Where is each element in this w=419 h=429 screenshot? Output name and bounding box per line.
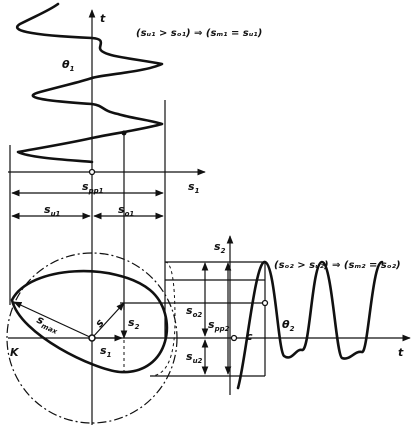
origin-point [88, 334, 96, 342]
label-t-top: t [100, 12, 106, 25]
equation-1: (sᵤ₁ > sₒ₁) ⇒ (sₘ₁ = sᵤ₁) [136, 28, 262, 39]
orbit-ellipse [10, 269, 169, 374]
label-s1-vector: s1 [100, 344, 112, 359]
signal-curve-1 [15, 2, 164, 164]
label-s1-axis: s1 [188, 180, 200, 195]
label-so2: so2 [186, 304, 202, 319]
label-t-right: t [398, 346, 404, 359]
label-su2: su2 [186, 350, 203, 365]
label-s2-axis: s2 [214, 240, 226, 255]
equation-2: (sₒ₂ > sᵤ₂) ⇒ (sₘ₂ = sₒ₂) [274, 260, 401, 271]
point-s2-proj [230, 334, 238, 342]
label-K: K [10, 346, 20, 359]
label-spp2: spp2 [208, 318, 230, 333]
signal-curve-2 [236, 260, 384, 390]
label-su1: su1 [44, 203, 61, 218]
vector-s [91, 302, 125, 339]
label-s2-vector: s2 [128, 316, 140, 331]
label-theta1: θ1 [62, 58, 75, 73]
point-right-top [261, 299, 269, 307]
center-dot-top [88, 168, 96, 176]
label-s-vector: s [93, 316, 107, 330]
dash-dot-circle [6, 252, 178, 424]
label-so1: so1 [118, 203, 134, 218]
label-theta2: θ2 [282, 318, 295, 333]
label-c: c [246, 330, 253, 343]
vector-smax [13, 301, 93, 339]
label-spp1: spp1 [82, 180, 104, 195]
